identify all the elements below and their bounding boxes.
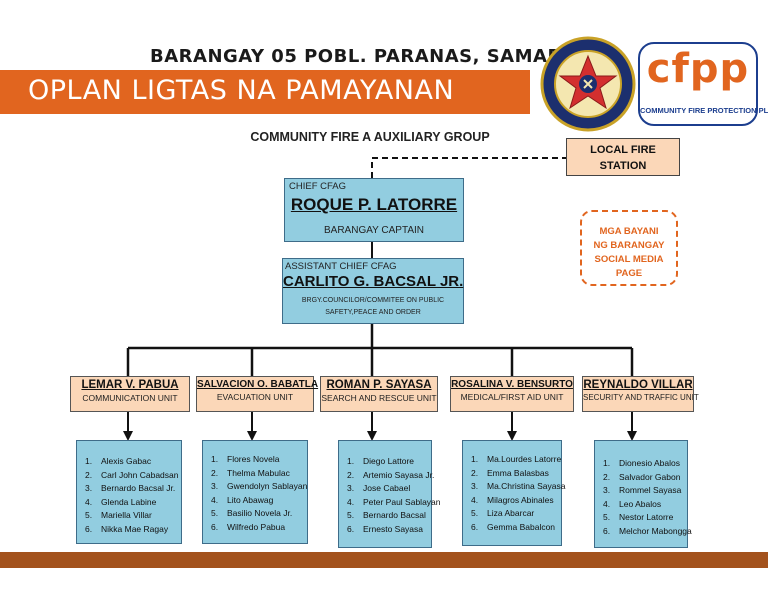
list-item: 4.Glenda Labine (85, 496, 157, 507)
unit-head-name: REYNALDO VILLAR (583, 379, 693, 391)
local-fire-station-box: LOCAL FIRE STATION (566, 138, 680, 176)
group-title: COMMUNITY FIRE A AUXILIARY GROUP (250, 130, 490, 144)
chief-label: CHIEF CFAG (289, 181, 347, 192)
unit-head-name: ROSALINA V. BENSURTO (451, 379, 573, 390)
list-item: 2.Salvador Gabon (603, 471, 681, 482)
title-banner (0, 70, 530, 114)
unit-head-name: ROMAN P. SAYASA (326, 379, 432, 391)
list-item: 1.Diego Lattore (347, 456, 415, 466)
unit-head-security: REYNALDO VILLAR SECURITY AND TRAFFIC UNI… (582, 376, 699, 412)
list-item: 2.Thelma Mabulac (211, 467, 290, 478)
list-item: 1.Alexis Gabac (85, 456, 152, 466)
assistant-chief-node: ASSISTANT CHIEF CFAG CARLITO G. BACSAL J… (282, 258, 464, 324)
station-line-1: LOCAL FIRE (590, 144, 656, 156)
members-communication: 1.Alexis Gabac 2.Carl John Cabadsan 3.Be… (76, 440, 182, 544)
assistant-label: ASSISTANT CHIEF CFAG (285, 261, 397, 272)
bfp-seal-icon (540, 36, 636, 132)
unit-head-name: SALVACION O. BABATLA (197, 379, 319, 390)
social-line-2: NG BARANGAY (593, 240, 665, 251)
list-item: 5.Bernardo Bacsal (347, 510, 426, 520)
list-item: 1.Ma.Lourdes Latorre (471, 454, 562, 464)
assistant-name: CARLITO G. BACSAL JR. (283, 273, 464, 290)
list-item: 1.Dionesio Abalos (603, 458, 680, 468)
assistant-position-line-1: BRGY.COUNCILOR/COMMITEE ON PUBLIC (301, 297, 445, 304)
chief-name: ROQUE P. LATORRE (290, 195, 458, 214)
list-item: 4.Milagros Abinales (471, 494, 554, 505)
dashed-link-station (371, 157, 566, 178)
unit-name: SEARCH AND RESCUE UNIT (321, 393, 437, 403)
list-item: 4.Leo Abalos (603, 498, 662, 509)
social-media-page-box: MGA BAYANI NG BARANGAY SOCIAL MEDIA PAGE (580, 210, 678, 286)
cfpp-logo: cfpp COMMUNITY FIRE PROTECTION PLANN (638, 42, 768, 126)
station-line-2: STATION (599, 160, 647, 172)
cfpp-logo-subtext: COMMUNITY FIRE PROTECTION PLANN (640, 106, 768, 115)
list-item: 6.Melchor Mabongga (603, 525, 692, 536)
list-item: 5.Liza Abarcar (471, 508, 535, 518)
unit-name: EVACUATION UNIT (216, 392, 294, 402)
members-security: 1.Dionesio Abalos 2.Salvador Gabon 3.Rom… (594, 440, 692, 548)
list-item: 6.Ernesto Sayasa (347, 523, 424, 534)
list-item: 3.Ma.Christina Sayasa (471, 481, 566, 491)
chief-position: BARANGAY CAPTAIN (323, 225, 425, 236)
social-line-1: MGA BAYANI (599, 226, 659, 237)
social-line-3: SOCIAL MEDIA PAGE (594, 254, 664, 279)
chief-node: CHIEF CFAG ROQUE P. LATORRE BARANGAY CAP… (284, 178, 464, 242)
unit-head-communication: LEMAR V. PABUA COMMUNICATION UNIT (70, 376, 190, 412)
list-item: 3.Bernardo Bacsal Jr. (85, 483, 176, 493)
unit-head-name: LEMAR V. PABUA (81, 379, 179, 391)
footer-bar (0, 552, 768, 568)
list-item: 5.Nestor Latorre (603, 512, 674, 522)
list-item: 3.Gwendolyn Sablayan (211, 481, 308, 491)
list-item: 5.Mariella Villar (85, 510, 152, 520)
members-evacuation: 1.Flores Novela 2.Thelma Mabulac 3.Gwend… (202, 440, 308, 544)
list-item: 5.Basilio Novela Jr. (211, 508, 293, 518)
list-item: 3.Rommel Sayasa (603, 485, 682, 495)
list-item: 2.Artemio Sayasa Jr. (347, 469, 435, 480)
list-item: 6.Wilfredo Pabua (211, 521, 286, 532)
barangay-subtitle: BARANGAY 05 POBL. PARANAS, SAMAR (150, 46, 562, 67)
unit-name: COMMUNICATION UNIT (82, 393, 178, 403)
list-item: 6.Nikka Mae Ragay (85, 523, 169, 534)
list-item: 1.Flores Novela (211, 454, 280, 464)
unit-head-evacuation: SALVACION O. BABATLA EVACUATION UNIT (196, 376, 319, 412)
list-item: 2.Emma Balasbas (471, 467, 549, 478)
unit-head-search-rescue: ROMAN P. SAYASA SEARCH AND RESCUE UNIT (320, 376, 438, 412)
members-search-rescue: 1.Diego Lattore 2.Artemio Sayasa Jr. 3.J… (338, 440, 441, 548)
list-item: 3.Jose Cabael (347, 483, 411, 493)
list-item: 4.Peter Paul Sablayan (347, 496, 441, 507)
unit-name: MEDICAL/FIRST AID UNIT (460, 392, 564, 402)
page-title: OPLAN LIGTAS NA PAMAYANAN (28, 75, 455, 106)
list-item: 4.Lito Abawag (211, 494, 274, 505)
assistant-position-line-2: SAFETY,PEACE AND ORDER (325, 309, 421, 316)
list-item: 2.Carl John Cabadsan (85, 469, 179, 480)
members-medical: 1.Ma.Lourdes Latorre 2.Emma Balasbas 3.M… (462, 440, 566, 546)
cfpp-logo-text: cfpp (646, 46, 750, 92)
list-item: 6.Gemma Babalcon (471, 521, 556, 532)
unit-name: SECURITY AND TRAFFIC UNIT (583, 393, 699, 402)
unit-head-medical: ROSALINA V. BENSURTO MEDICAL/FIRST AID U… (450, 376, 574, 412)
